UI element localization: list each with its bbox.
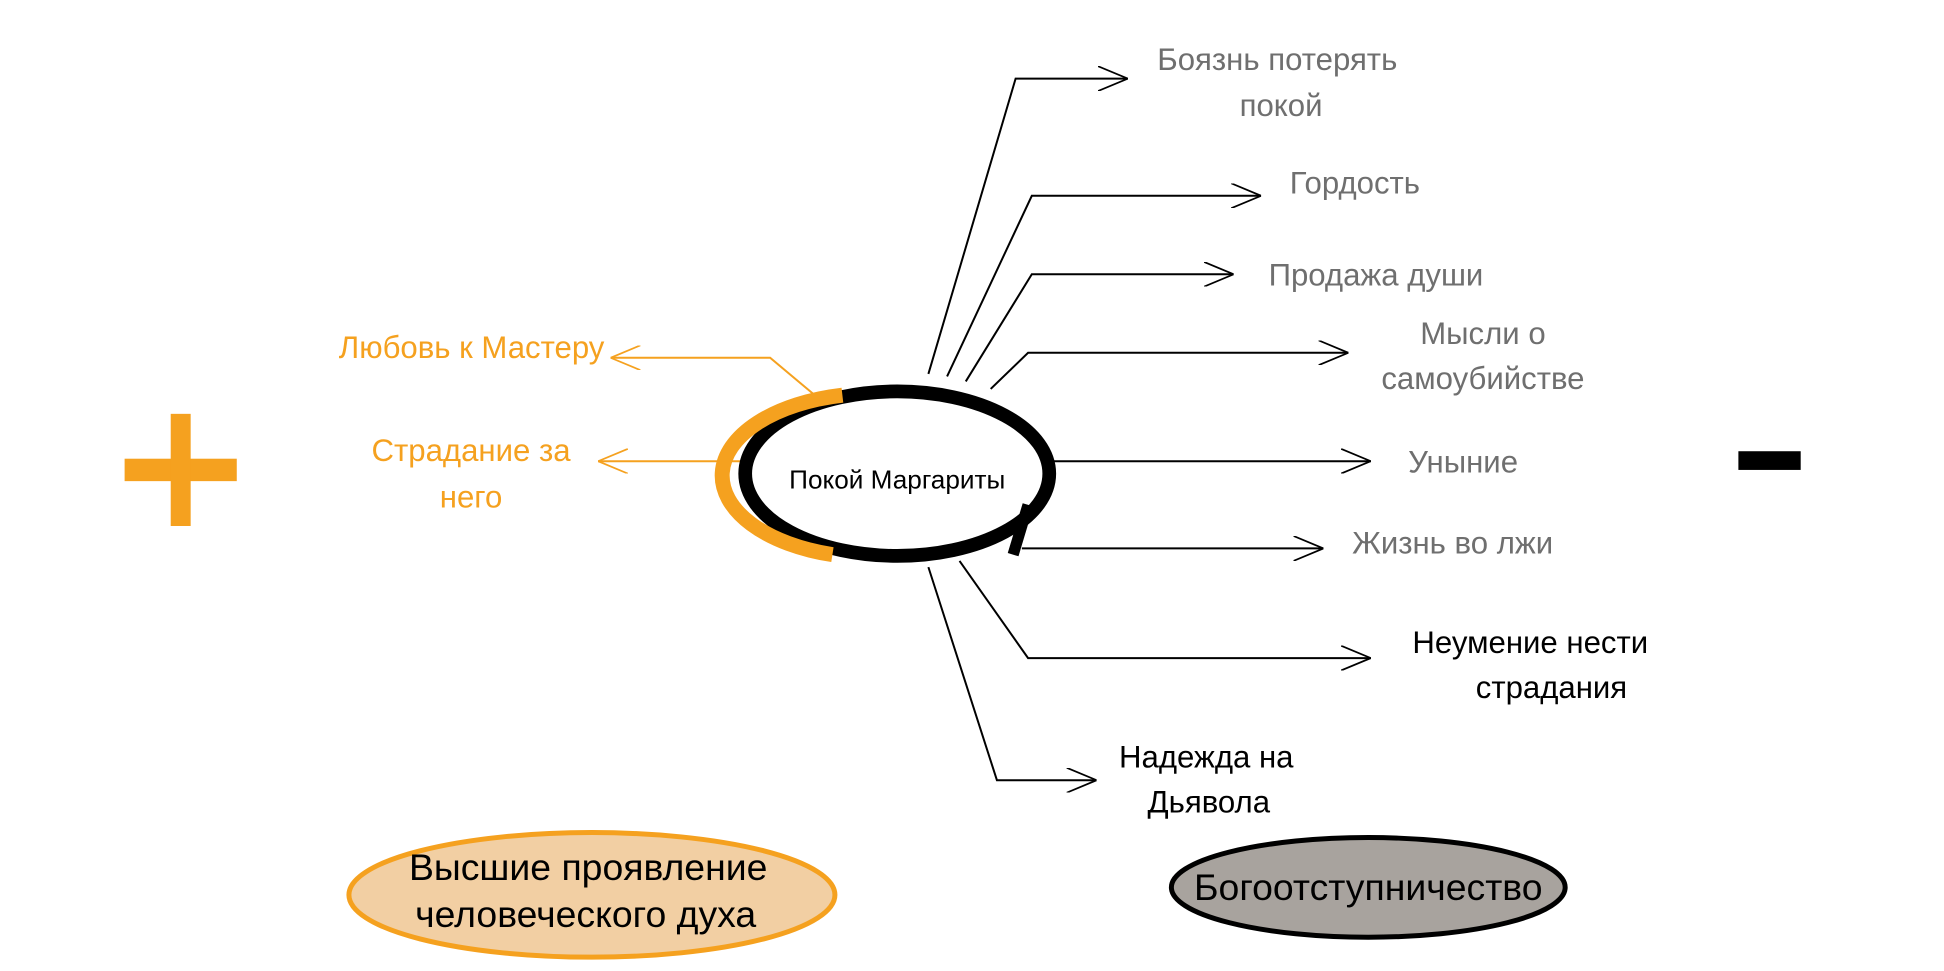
summary-negative: Богоотступничество <box>1168 835 1568 940</box>
summary-negative-label: Богоотступничество <box>1194 866 1543 908</box>
negative-label-selling-soul: Продажа души <box>1269 257 1484 292</box>
plus-sign-icon <box>124 413 237 526</box>
center-node: Покой Маргариты <box>714 384 1057 563</box>
negative-label-pride: Гордость <box>1290 165 1420 200</box>
negative-connectors <box>927 79 1371 781</box>
center-label: Покой Маргариты <box>789 465 1005 495</box>
positive-label-love: Любовь к Мастеру <box>339 330 605 365</box>
negative-label-despondency: Уныние <box>1408 444 1518 479</box>
minus-sign-icon <box>1738 451 1801 470</box>
negative-label-living-lie: Жизнь во лжи <box>1352 525 1553 560</box>
